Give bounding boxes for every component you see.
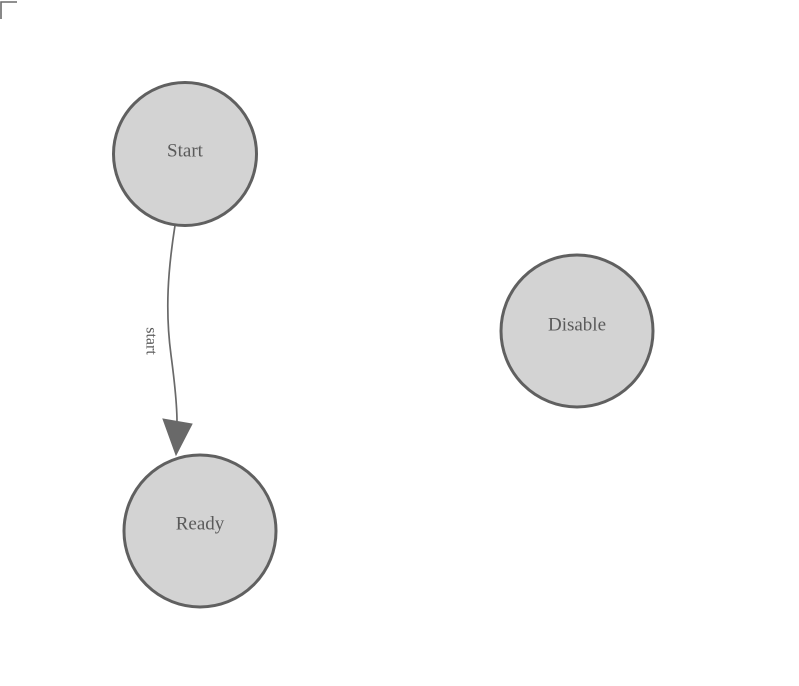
node-disable[interactable]: Disable [499,253,655,409]
node-disable-label: Disable [548,315,606,336]
arrowhead-icon [162,418,193,457]
crop-mark-icon [0,1,17,19]
node-start-circle [112,81,258,227]
node-ready[interactable]: Ready [122,453,278,609]
edge-label-start: start [143,327,160,355]
node-ready-circle [122,453,278,609]
node-disable-circle [499,253,655,409]
edge-start-to-ready[interactable]: start [143,225,193,457]
edge-path [166,225,178,423]
node-ready-label: Ready [176,514,225,535]
node-start[interactable]: Start [112,81,258,227]
node-start-label: Start [167,141,204,162]
